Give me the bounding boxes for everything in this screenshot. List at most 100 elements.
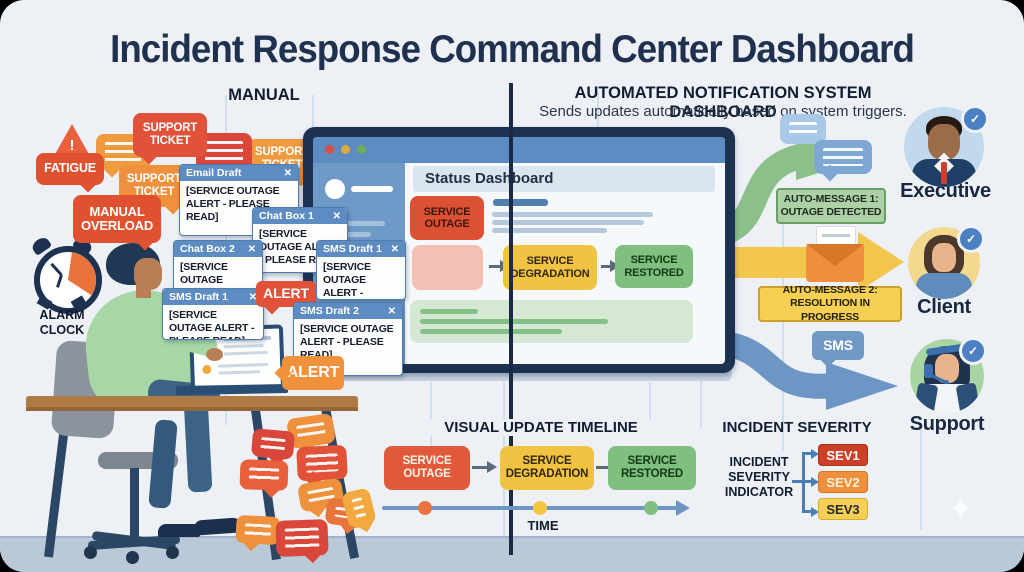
desk-top: [26, 396, 358, 408]
close-icon[interactable]: ✕: [390, 243, 399, 255]
laptop-skeleton-line: [223, 350, 268, 356]
window-title: SMS Draft 1: [169, 291, 228, 303]
auto-message-2-line1: AUTO-MESSAGE 2:: [782, 284, 878, 297]
timeline-dot-restored: [644, 501, 658, 515]
skeleton-line: [492, 212, 653, 217]
close-icon[interactable]: ✕: [387, 305, 396, 317]
person-shoe: [193, 517, 242, 536]
manual-overload-bubble: MANUAL OVERLOAD: [73, 195, 161, 243]
timeline-dot-outage: [418, 501, 432, 515]
laptop-skeleton-line: [218, 362, 269, 368]
stage-badge-degradation: SERVICE DEGRADATION: [503, 245, 597, 290]
warning-triangle-icon: !: [54, 124, 90, 156]
stage-badge-faded: [412, 245, 483, 290]
stage-badge-outage: SERVICE OUTAGE: [410, 196, 484, 240]
sev1-badge: SEV1: [818, 444, 868, 466]
severity-branch: [802, 480, 812, 483]
sidebar-skeleton-line: [327, 221, 385, 226]
alarm-clock-icon: [29, 235, 102, 314]
avatar-tie: [941, 162, 947, 184]
window-title: Chat Box 1: [259, 210, 314, 222]
stage-badge-restored: SERVICE RESTORED: [615, 245, 693, 288]
laptop-skeleton-line: [218, 370, 261, 375]
resolved-panel: [410, 300, 693, 343]
grid-line: [597, 92, 599, 142]
timeline-axis: [382, 506, 678, 510]
close-icon[interactable]: ✕: [247, 243, 256, 255]
chair-wheel: [84, 546, 97, 559]
sms-draft-1b-window: SMS Draft 1✕ [SERVICE OUTAGE ALERT - PLE…: [162, 288, 264, 340]
laptop-skeleton-line: [223, 344, 264, 349]
severity-branch: [802, 510, 812, 513]
alert-bubble: ALERT: [282, 356, 344, 390]
skeleton-line: [493, 199, 548, 206]
recipient-label-support: Support: [909, 413, 985, 435]
severity-indicator-label: INCIDENT SEVERITY INDICATOR: [724, 455, 794, 499]
yellow-flow-arrowhead-icon: [858, 232, 904, 292]
headset-earcup-icon: [924, 364, 933, 378]
avatar-icon: [325, 179, 345, 199]
flow-arrow-icon: [489, 260, 510, 272]
sms-bubble: SMS: [812, 331, 864, 360]
timeline-dot-degradation: [533, 501, 547, 515]
warning-exclamation: !: [69, 137, 75, 154]
auto-message-2-line2: RESOLUTION IN PROGRESS: [790, 297, 870, 323]
auto-message-1-line2: OUTAGE DETECTED: [780, 206, 882, 218]
laptop-base: [175, 384, 289, 395]
auto-message-1-label: AUTO-MESSAGE 1: OUTAGE DETECTED: [776, 188, 886, 224]
sidebar-skeleton-line: [327, 232, 371, 237]
speech-bubble-icon: [275, 519, 329, 557]
alarm-clock-wedge: [40, 252, 96, 308]
automated-section-heading: AUTOMATED NOTIFICATION SYSTEM DASHBOARD: [574, 84, 872, 121]
timeline-stage-outage: SERVICE OUTAGE: [384, 446, 470, 490]
timeline-heading: VISUAL UPDATE TIMELINE: [426, 419, 656, 436]
window-titlebar[interactable]: Email Draft ✕: [180, 165, 298, 181]
headset-mic-tip-icon: [944, 380, 949, 385]
speech-bubble-icon: [296, 444, 348, 482]
severity-bracket-stem: [792, 480, 802, 483]
envelope-flap: [806, 244, 864, 266]
severity-branch: [802, 452, 812, 455]
window-titlebar[interactable]: SMS Draft 1 ✕: [163, 289, 263, 305]
alarm-clock-label: ALARM CLOCK: [39, 308, 85, 337]
timeline-stage-restored: SERVICE RESTORED: [608, 446, 696, 490]
person-hand: [206, 348, 223, 361]
fatigue-bubble: FATIGUE: [36, 153, 104, 185]
check-icon: ✓: [959, 337, 987, 365]
window-titlebar[interactable]: SMS Draft 2✕: [294, 303, 402, 319]
skeleton-line: [492, 220, 644, 225]
sidebar-skeleton-line: [351, 186, 393, 192]
panel-skeleton-line: [420, 329, 562, 334]
speech-bubble-icon: [250, 428, 296, 460]
section-divider: [509, 83, 513, 555]
grid-line: [782, 196, 784, 451]
timeline-stage-degradation: SERVICE DEGRADATION: [500, 446, 594, 490]
window-title: Chat Box 2: [180, 243, 235, 255]
window-control-minimize-icon[interactable]: [341, 145, 350, 154]
auto-message-2-label: AUTO-MESSAGE 2: RESOLUTION IN PROGRESS: [758, 284, 902, 323]
alert-bubble: ALERT: [256, 281, 316, 307]
chair-wheel: [126, 551, 139, 564]
close-icon[interactable]: ✕: [283, 167, 292, 179]
window-title: Email Draft: [186, 167, 242, 179]
window-control-maximize-icon[interactable]: [357, 145, 366, 154]
person-shoe: [158, 524, 200, 537]
check-icon: ✓: [961, 105, 989, 133]
close-icon[interactable]: ✕: [332, 210, 341, 222]
window-titlebar[interactable]: SMS Draft 1✕: [317, 241, 405, 257]
panel-skeleton-line: [420, 309, 478, 314]
window-control-close-icon[interactable]: [325, 145, 334, 154]
close-icon[interactable]: ✕: [248, 291, 257, 303]
laptop-alert-dot-icon: [202, 364, 212, 375]
person-shin: [148, 419, 178, 509]
window-titlebar[interactable]: Chat Box 1 ✕: [253, 208, 347, 224]
grid-line: [430, 382, 432, 452]
person-face: [134, 258, 162, 290]
speech-bubble-icon: [96, 134, 150, 170]
severity-heading: INCIDENT SEVERITY: [722, 419, 872, 436]
time-axis-label: TIME: [527, 518, 559, 533]
desk-edge: [26, 407, 358, 411]
flow-arrow-icon: [472, 461, 497, 473]
window-titlebar[interactable]: Chat Box 2 ✕: [174, 241, 262, 257]
